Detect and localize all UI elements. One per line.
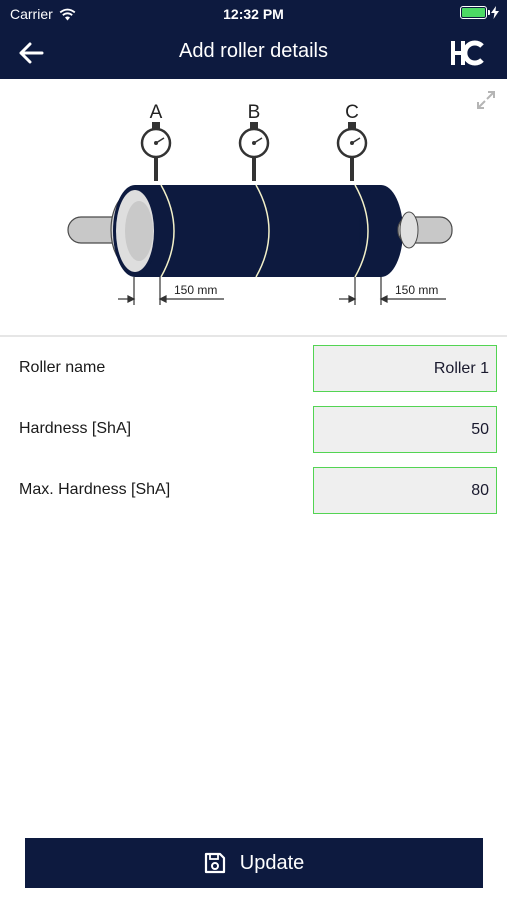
save-icon xyxy=(204,852,225,874)
dimension-right-label: 150 mm xyxy=(395,283,438,297)
nav-bar: Add roller details xyxy=(0,28,507,79)
carrier-label: Carrier xyxy=(10,6,53,22)
form-row-roller-name: Roller name xyxy=(0,345,507,395)
app-header: Carrier 12:32 PM Add roller details xyxy=(0,0,507,79)
expand-icon[interactable] xyxy=(475,89,497,111)
roller-name-input[interactable] xyxy=(313,345,497,392)
charging-icon xyxy=(491,6,499,19)
dial-gauge-b-icon xyxy=(238,122,270,181)
dimension-right xyxy=(339,277,446,305)
max-hardness-label: Max. Hardness [ShA] xyxy=(19,481,171,498)
back-button[interactable] xyxy=(18,36,58,70)
gauge-label-c: C xyxy=(345,102,359,123)
roller-illustration: A B C 150 mm 150 mm xyxy=(67,102,453,305)
arrow-left-icon xyxy=(19,42,44,64)
dial-gauge-a-icon xyxy=(140,122,172,181)
roller-body xyxy=(113,184,403,278)
gauge-label-a: A xyxy=(150,102,163,123)
hardness-input[interactable] xyxy=(313,406,497,453)
dial-gauge-c-icon xyxy=(336,122,368,181)
wifi-icon xyxy=(59,8,76,20)
status-indicators xyxy=(460,6,499,19)
form-row-max-hardness: Max. Hardness [ShA] xyxy=(0,467,507,517)
dimension-left-label: 150 mm xyxy=(174,283,217,297)
hardness-label: Hardness [ShA] xyxy=(19,420,132,437)
battery-icon xyxy=(460,6,490,19)
dimension-left xyxy=(118,277,224,305)
status-bar: Carrier 12:32 PM xyxy=(0,0,507,28)
gauge-label-b: B xyxy=(248,102,261,123)
page-title: Add roller details xyxy=(179,40,328,62)
form-row-hardness: Hardness [ShA] xyxy=(0,406,507,456)
max-hardness-input[interactable] xyxy=(313,467,497,514)
update-button-label: Update xyxy=(239,851,305,874)
roller-name-label: Roller name xyxy=(19,359,106,376)
status-time: 12:32 PM xyxy=(223,6,284,22)
roller-diagram: A B C 150 mm 150 mm xyxy=(0,79,507,335)
divider xyxy=(0,335,507,337)
carrier-status: Carrier xyxy=(10,6,76,22)
brand-logo xyxy=(451,40,484,66)
update-button[interactable]: Update xyxy=(25,838,483,888)
right-shaft xyxy=(397,211,453,249)
